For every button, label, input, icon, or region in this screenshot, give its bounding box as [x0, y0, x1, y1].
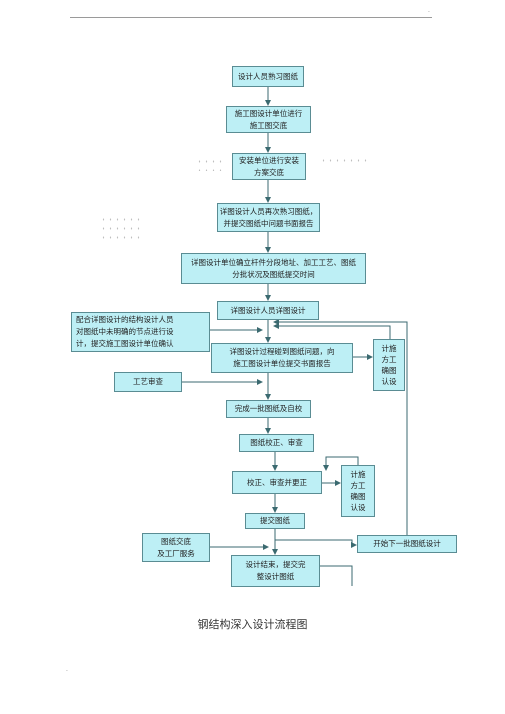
node-line: 及工厂服务: [157, 548, 195, 558]
node-line: 详图设计单位确立杆件分段地址、加工工艺、图纸: [191, 257, 356, 267]
node-n2: 施工图设计单位进行施工图交底: [226, 106, 311, 133]
corner-mark: ·: [428, 9, 430, 16]
node-n6: 详图设计人员详图设计: [217, 301, 319, 320]
node-line: 施工图设计单位进行: [234, 108, 303, 118]
node-n10: 工艺审查: [114, 372, 182, 392]
node-line: 工艺审查: [133, 377, 163, 386]
node-line: 详图设计人员详图设计: [230, 305, 306, 315]
node-line: 分批状况及图纸提交时间: [232, 269, 315, 279]
diagram-caption: 钢结构深入设计流程图: [197, 618, 308, 631]
node-n8: 详图设计过程碰到图纸问题，向施工图设计单位提交书面报告: [211, 343, 353, 373]
node-line: 认设: [350, 503, 366, 512]
node-n3: 安装单位进行安装方案交底: [232, 153, 306, 180]
node-line: 校正、审查并更正: [247, 477, 307, 487]
node-line: 整设计图纸: [256, 572, 295, 581]
node-line: 施工图交底: [249, 120, 288, 130]
edge-to-n17: [275, 539, 357, 548]
edge-n17-loop: [273, 319, 408, 535]
corner-mark: ·: [66, 668, 68, 675]
page-top-rule: [70, 17, 432, 18]
node-line: 对图纸中未明确的节点进行设: [76, 327, 174, 336]
scan-noise: [196, 157, 226, 171]
node-line: 图纸交底: [161, 536, 191, 546]
scan-noise: [100, 215, 140, 245]
node-n1: 设计人员熟习图纸: [232, 66, 304, 87]
edge-n18-tail: [320, 565, 353, 586]
node-line: 设计结束，提交完: [245, 560, 306, 569]
node-line: 提交图纸: [260, 516, 290, 525]
edge-n9-back: [273, 323, 391, 339]
node-line: 计施: [381, 344, 397, 353]
node-line: 施工图设计单位提交书面报告: [233, 359, 331, 368]
node-n11: 完成一批图纸及自校: [226, 400, 311, 418]
node-line: 计，提交施工图设计单位确认: [76, 339, 174, 348]
node-n7: 配合详图设计的结构设计人员对图纸中未明确的节点进行设计，提交施工图设计单位确认: [71, 312, 210, 352]
node-n15: 提交图纸: [245, 513, 305, 529]
node-n5: 详图设计单位确立杆件分段地址、加工工艺、图纸分批状况及图纸提交时间: [181, 253, 366, 284]
node-line: 方工: [350, 481, 366, 490]
node-line: 并提交图纸中问题书面报告: [223, 218, 314, 228]
node-n17: 开始下一批图纸设计: [357, 535, 457, 553]
node-line: 配合详图设计的结构设计人员: [76, 315, 174, 324]
node-line: 认设: [381, 377, 397, 386]
node-line: 安装单位进行安装: [239, 155, 299, 165]
node-line: 完成一批图纸及自校: [234, 404, 303, 413]
node-line: 确图: [350, 492, 366, 501]
node-line: 方工: [381, 355, 397, 364]
node-line: 计施: [350, 470, 366, 479]
node-line: 设计人员熟习图纸: [238, 71, 298, 81]
node-line: 详图设计过程碰到图纸问题，向: [229, 347, 335, 356]
node-n16: 图纸交底及工厂服务: [142, 533, 210, 562]
node-n13: 校正、审查并更正: [232, 471, 322, 494]
node-line: 方案交底: [254, 167, 284, 177]
edge-n14-back: [323, 456, 359, 471]
scan-noise: [320, 156, 370, 168]
node-n9: 计施方工确图认设: [373, 339, 405, 391]
node-n12: 图纸校正、审查: [239, 434, 314, 452]
node-line: 确图: [381, 366, 397, 375]
node-n4: 详图设计人员再次熟习图纸， 并提交图纸中问题书面报告: [217, 203, 320, 232]
node-n14: 计施方工确图认设: [341, 465, 375, 517]
node-line: 详图设计人员再次熟习图纸，: [219, 206, 318, 216]
node-n18: 设计结束，提交完整设计图纸: [231, 555, 320, 587]
node-line: 图纸校正、审查: [250, 438, 303, 447]
node-line: 开始下一批图纸设计: [373, 539, 441, 548]
